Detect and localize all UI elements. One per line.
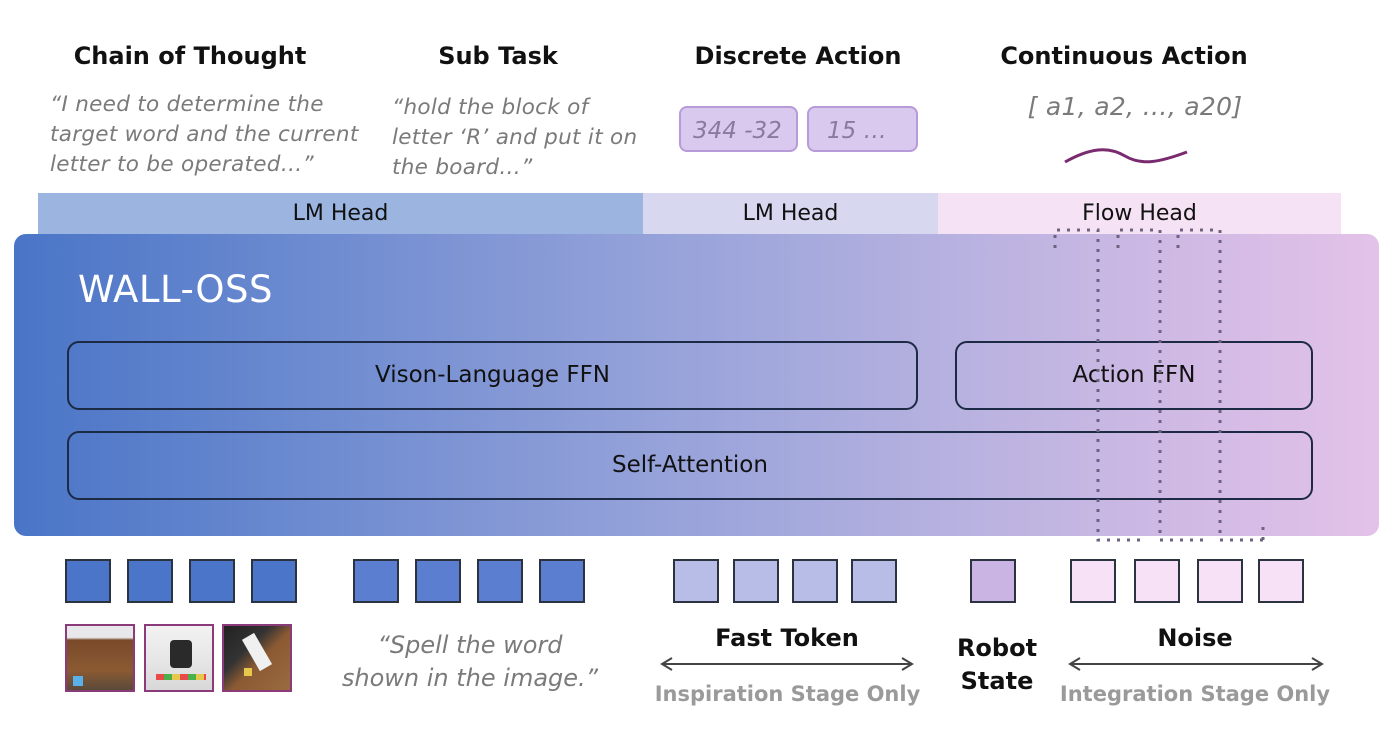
noise-label: Noise (1157, 624, 1233, 652)
text-token (539, 559, 585, 603)
noise-token (1134, 559, 1180, 603)
cot-line-1: “I need to determine the (50, 92, 324, 117)
instruction-text: “Spell the word shown in the image.” (330, 629, 610, 695)
fast-token-square (851, 559, 897, 603)
instruction-line-2: shown in the image.” (341, 664, 599, 692)
subtask-line-3: the board…” (392, 155, 533, 180)
robot-state-token (970, 559, 1016, 603)
image-token (127, 559, 173, 603)
robot-state-label: Robot State (945, 632, 1049, 698)
flow-dotted-lines (1053, 228, 1265, 542)
fast-token-label: Fast Token (715, 624, 859, 652)
image-token (189, 559, 235, 603)
chain-of-thought-text: “I need to determine the target word and… (50, 90, 390, 180)
text-token (353, 559, 399, 603)
robot-state-line-1: Robot (956, 634, 1038, 662)
model-title: WALL-OSS (78, 268, 273, 311)
camera-image-thumbnail (222, 624, 292, 692)
continuous-wave (1064, 148, 1188, 164)
discrete-action-title: Discrete Action (694, 42, 902, 70)
inspiration-stage-label: Inspiration Stage Only (654, 682, 921, 706)
cot-line-3: letter to be operated…” (50, 152, 314, 177)
blocks-row (156, 674, 206, 680)
chain-of-thought-title: Chain of Thought (73, 42, 307, 70)
noise-token (1070, 559, 1116, 603)
robot-arm-shape (241, 632, 273, 672)
sub-task-title: Sub Task (438, 42, 558, 70)
discrete-token-chip: 344 -32 (679, 106, 798, 152)
text-token (415, 559, 461, 603)
image-token (65, 559, 111, 603)
flow-head-bar: Flow Head (938, 193, 1341, 235)
subtask-line-2: letter ‘R’ and put it on (392, 125, 638, 150)
continuous-action-title: Continuous Action (1000, 42, 1248, 70)
self-attention-box: Self-Attention (67, 431, 1313, 500)
robot-arm-shape (170, 640, 192, 668)
noise-arrow (1068, 657, 1324, 671)
discrete-token-chip: 15 … (807, 106, 918, 152)
lm-head-bar-discrete: LM Head (643, 193, 938, 235)
block-shape (73, 676, 83, 686)
noise-token (1258, 559, 1304, 603)
text-token (477, 559, 523, 603)
action-ffn-box: Action FFN (955, 341, 1313, 410)
noise-token (1197, 559, 1243, 603)
integration-stage-label: Integration Stage Only (1059, 682, 1331, 706)
fast-token-square (733, 559, 779, 603)
continuous-action-text: [ a1, a2, …, a20] (1027, 92, 1243, 121)
sub-task-text: “hold the block of letter ‘R’ and put it… (392, 93, 652, 183)
fast-token-square (673, 559, 719, 603)
fast-token-arrow (660, 657, 914, 671)
cot-line-2: target word and the current (50, 122, 359, 147)
camera-image-thumbnail (65, 624, 135, 692)
fast-token-square (792, 559, 838, 603)
wall-oss-model-block (14, 234, 1379, 536)
lm-head-bar: LM Head (38, 193, 643, 235)
subtask-line-1: “hold the block of (392, 95, 589, 120)
vision-language-ffn-box: Vison-Language FFN (67, 341, 918, 410)
camera-image-thumbnail (144, 624, 214, 692)
image-token (251, 559, 297, 603)
robot-state-line-2: State (960, 667, 1034, 695)
block-shape (244, 668, 252, 676)
instruction-line-1: “Spell the word (377, 631, 563, 659)
